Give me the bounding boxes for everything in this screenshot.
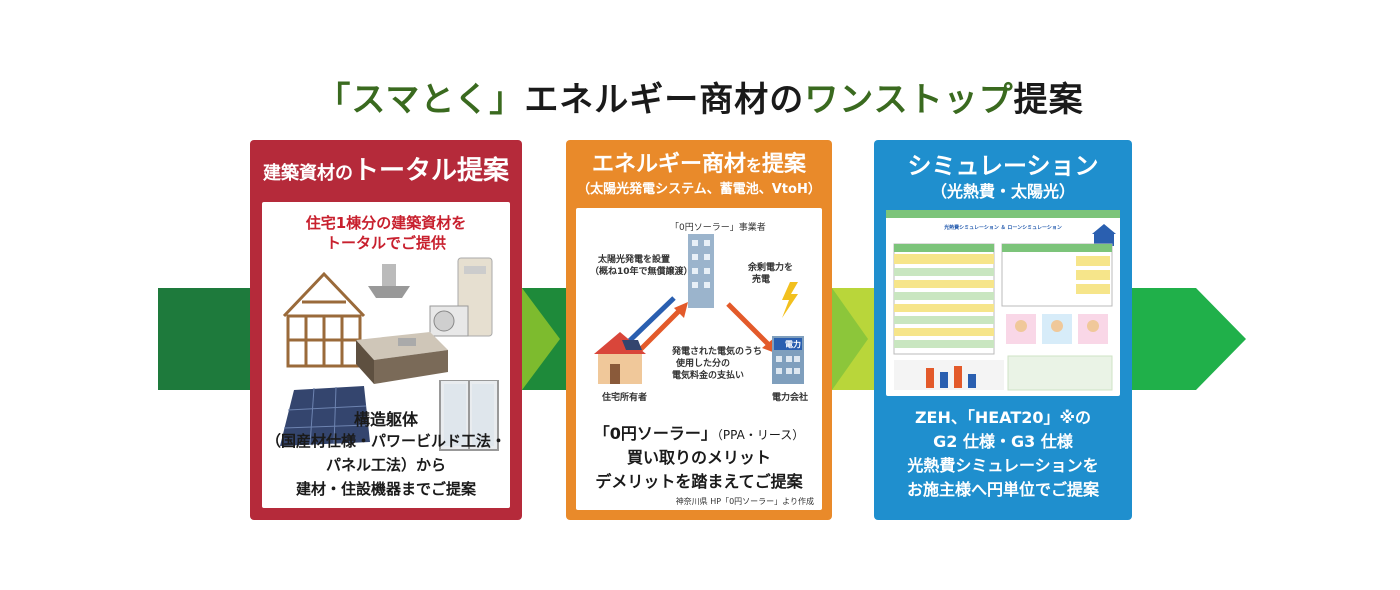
power-building-sign: 電力 (785, 340, 801, 349)
card2-body-1a: 「0円ソーラー」 (593, 424, 717, 443)
sheet-bar-chart (894, 360, 1004, 390)
title-brand: 「スマとく」 (316, 80, 525, 120)
card2-heading-small: エネルギー商材 (591, 152, 746, 177)
card1-heading-large: トータル提案 (352, 156, 509, 186)
label-install-2: （概ね10年で無償譲渡） (590, 267, 693, 277)
arrow-chevron-2 (832, 288, 868, 390)
card3-heading: シミュレーション (907, 152, 1099, 180)
sheet-title: 光熱費シミュレーション ＆ ローンシミュレーション (944, 225, 1062, 231)
card3-body-2: G2 仕様・G3 仕様 (933, 432, 1073, 451)
label-payment-3: 電気料金の支払い (672, 371, 745, 381)
card-simulation: シミュレーション （光熱費・太陽光） 光熱費シミュレーション ＆ ローンシミュレ… (874, 140, 1132, 520)
ac-unit-icon (429, 305, 469, 337)
building-materials-illustration (282, 257, 493, 384)
card2-body-1: 「0円ソーラー」（PPA・リース） (576, 420, 822, 444)
card3-subheading: （光熱費・太陽光） (930, 182, 1075, 201)
label-owner: 住宅所有者 (602, 393, 648, 403)
sheet-header-bar (886, 210, 1120, 218)
lightning-icon (782, 282, 798, 318)
card1-heading: 建築資材のトータル提案 (250, 150, 522, 187)
arrow-segment-1 (158, 288, 254, 390)
ppa-diagram (594, 234, 804, 384)
card2-heading-join: を (745, 156, 762, 175)
label-power-company: 電力会社 (772, 393, 809, 403)
materials-illustration-lower (280, 380, 499, 451)
window-sash-icon (439, 380, 499, 451)
card3-body-3: 光熱費シミュレーションを (907, 456, 1099, 475)
card1-lead-2: トータルでご提供 (325, 234, 446, 252)
label-install-1: 太陽光発電を設置 (598, 255, 671, 265)
page-title: 「スマとく」エネルギー商材のワンストップ提案 (0, 72, 1400, 121)
arrow-install (620, 296, 676, 350)
card-building-materials: 建築資材のトータル提案 住宅1棟分の建築資材を トータルでご提供 (250, 140, 522, 520)
diagram-provider-label: 「0円ソーラー」事業者 (670, 223, 766, 233)
card2-body-3: デメリットを踏まえてご提案 (595, 472, 803, 491)
card1-body-2: （国産材仕様・パワービルド工法・ (265, 432, 506, 450)
sheet-family-icons (1006, 314, 1108, 344)
label-payment-2: 使用した分の (676, 359, 731, 369)
simulation-sheet-graphic (886, 210, 1120, 391)
range-hood-icon (368, 264, 410, 298)
arrow-head (1130, 288, 1246, 390)
title-highlight: ワンストップ (804, 80, 1014, 120)
card2-subheading: （太陽光発電システム、蓄電池、VtoH） (577, 182, 821, 197)
label-surplus-1: 余剰電力を (748, 263, 794, 273)
card1-body-1: 構造躯体 (353, 410, 418, 429)
card1-panel: 住宅1棟分の建築資材を トータルでご提供 (262, 202, 510, 508)
kitchen-icon (356, 332, 448, 384)
card1-lead-1: 住宅1棟分の建築資材を (305, 214, 467, 232)
card2-body-2: 買い取りのメリット (626, 448, 771, 467)
card-energy-products: エネルギー商材を提案 （太陽光発電システム、蓄電池、VtoH） 「0円ソーラー」… (566, 140, 832, 520)
power-company-building-icon (772, 336, 804, 384)
sheet-notes (1007, 355, 1113, 391)
owner-house-icon (594, 332, 646, 384)
card1-body-4: 建材・住設機器までご提案 (295, 480, 476, 498)
sheet-house-icon (1092, 224, 1116, 246)
title-middle: エネルギー商材の (524, 80, 805, 120)
card2-source-note: 神奈川県 HP「0円ソーラー」より作成 (675, 497, 814, 506)
card2-heading-large: 提案 (762, 152, 807, 177)
solar-panel-icon (280, 386, 370, 446)
label-payment-1: 発電された電気のうち (672, 347, 763, 357)
label-surplus-2: 売電 (752, 275, 771, 285)
card3-body-1: ZEH、「HEAT20」※の (914, 408, 1092, 427)
house-frame-icon (282, 271, 366, 368)
arrow-segment-2 (520, 288, 566, 390)
arrow-surplus (726, 302, 774, 350)
sheet-table-left (893, 243, 995, 355)
arrow-chevron-1 (522, 288, 560, 390)
card2-body-1b: （PPA・リース） (716, 428, 805, 442)
card3-body-4: お施主様へ円単位でご提案 (906, 480, 1099, 499)
provider-building-icon (688, 234, 714, 308)
card1-body-3: パネル工法）から (325, 456, 446, 474)
card1-heading-small: 建築資材の (262, 163, 353, 184)
title-end: 提案 (1013, 80, 1084, 120)
card2-panel: 「0円ソーラー」事業者 (576, 208, 822, 510)
sheet-table-right (1001, 243, 1113, 307)
card3-description: ZEH、「HEAT20」※の G2 仕様・G3 仕様 光熱費シミュレーションを … (874, 406, 1132, 502)
card2-heading: エネルギー商材を提案 (566, 146, 832, 178)
simulation-sheet-thumbnail: 光熱費シミュレーション ＆ ローンシミュレーション (886, 210, 1120, 396)
